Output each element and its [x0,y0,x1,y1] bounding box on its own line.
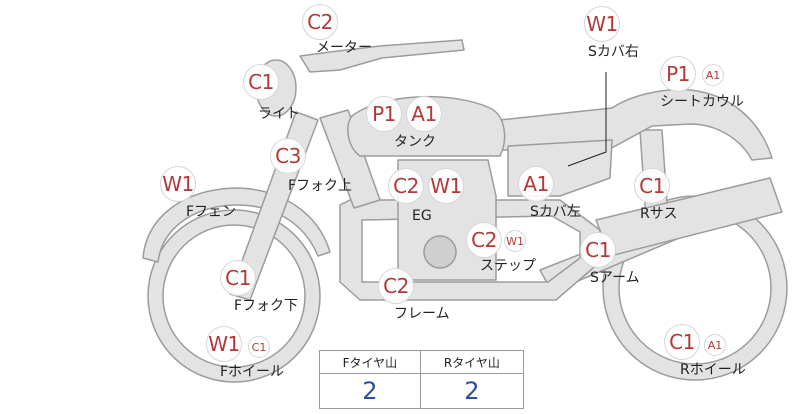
f-wheel-code-1: W1 [206,326,242,362]
step-code-2: W1 [504,230,526,252]
f-fork-upper-code-1: C3 [270,138,306,174]
s-arm-code-1: C1 [580,232,616,268]
f-wheel-label: Fホイール [220,364,285,380]
tire-table-value-row: 2 2 [319,373,525,409]
seat-cowl-code-1: P1 [660,56,696,92]
tank-code-1: P1 [366,96,402,132]
meter-code-1: C2 [302,4,338,40]
light-code-1: C1 [243,64,279,100]
step-label: ステップ [480,258,536,274]
s-cover-right-label: Sカバ右 [588,44,639,60]
seat-cowl-code-2: A1 [702,64,724,86]
r-wheel-code-2: A1 [704,334,726,356]
s-cover-left-code-1: A1 [518,166,554,202]
step-code-1: C2 [466,222,502,258]
rear-tire-tread-header: Rタイヤ山 [419,350,525,374]
rear-tire-tread-value: 2 [419,373,525,409]
tank-label: タンク [394,134,436,150]
f-fork-lower-label: Fフォク下 [234,298,299,314]
eg-code-2: W1 [428,168,464,204]
s-cover-right-code-1: W1 [584,6,620,42]
r-sus-code-1: C1 [634,168,670,204]
eg-code-1: C2 [388,168,424,204]
engine-cover-shape [423,235,457,269]
front-tire-tread-header: Fタイヤ山 [319,350,421,374]
f-fork-upper-label: Fフォク上 [288,178,353,194]
tire-table-header-row: Fタイヤ山 Rタイヤ山 [319,350,525,374]
front-wheel-shape [147,209,321,383]
frame-code-1: C2 [378,268,414,304]
light-label: ライト [258,106,300,122]
downtube-shape [319,109,381,209]
f-wheel-code-2: C1 [248,336,270,358]
f-fender-code-1: W1 [160,166,196,202]
meter-label: メーター [316,40,372,56]
frame-label: フレーム [394,306,450,322]
s-cover-right-leader [567,72,607,167]
r-wheel-code-1: C1 [664,324,700,360]
handlebar-shape [299,39,465,73]
r-sus-label: Rサス [640,206,678,222]
muffler-shape [595,177,783,257]
tank-code-2: A1 [406,96,442,132]
r-wheel-label: Rホイール [680,362,746,378]
f-fender-label: Fフェン [186,204,237,220]
seat-cowl-label: シートカウル [660,94,744,110]
tire-tread-table: Fタイヤ山 Rタイヤ山 2 2 [319,350,525,409]
s-cover-left-label: Sカバ左 [530,204,581,220]
f-fork-lower-code-1: C1 [220,260,256,296]
s-arm-label: Sアーム [590,270,640,286]
eg-label: EG [412,208,432,224]
front-tire-tread-value: 2 [319,373,421,409]
